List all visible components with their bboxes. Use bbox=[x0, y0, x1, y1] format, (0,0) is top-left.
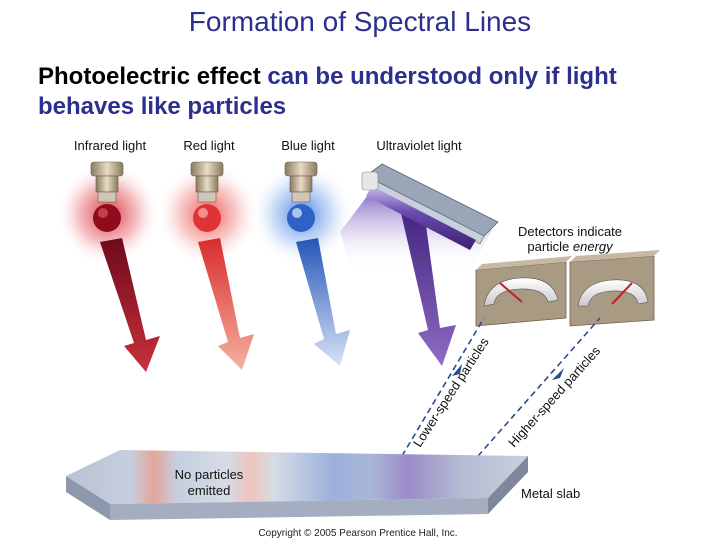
red-beam-arrow bbox=[198, 238, 254, 370]
blue-light-label: Blue light bbox=[281, 138, 335, 153]
ultraviolet-light-label: Ultraviolet light bbox=[376, 138, 462, 153]
higher-speed-particle-path bbox=[477, 317, 601, 457]
infrared-light-label: Infrared light bbox=[74, 138, 147, 153]
red-bulb bbox=[190, 161, 224, 232]
no-particles-label-line1: No particles bbox=[175, 467, 244, 482]
lower-speed-particles-label: Lower-speed particles bbox=[410, 334, 492, 449]
slide-title: Formation of Spectral Lines bbox=[188, 6, 532, 37]
lower-speed-particle-path bbox=[401, 317, 485, 457]
lower-energy-detector bbox=[475, 256, 572, 327]
blue-beam-arrow bbox=[296, 238, 350, 366]
higher-speed-particles-label: Higher-speed particles bbox=[505, 343, 604, 450]
subtitle-rest: can be understood only if light behaves … bbox=[38, 63, 617, 120]
metal-slab-label: Metal slab bbox=[521, 486, 580, 501]
subtitle-emphasis: Photoelectric effect bbox=[38, 63, 261, 90]
copyright-notice: Copyright © 2005 Pearson Prentice Hall, … bbox=[258, 528, 457, 539]
no-particles-label-line2: emitted bbox=[188, 483, 231, 498]
detectors-label-line2: particle energy bbox=[527, 239, 614, 254]
red-light-label: Red light bbox=[183, 138, 235, 153]
blue-bulb bbox=[284, 161, 318, 232]
metal-slab bbox=[66, 450, 528, 520]
infrared-bulb bbox=[90, 161, 124, 232]
slide-subtitle: Photoelectric effect can be understood o… bbox=[38, 62, 708, 122]
detectors-label-italic: energy bbox=[573, 239, 614, 254]
infrared-beam-arrow bbox=[100, 238, 160, 372]
detectors-label-line1: Detectors indicate bbox=[518, 224, 622, 239]
ultraviolet-lamp bbox=[361, 163, 499, 250]
higher-energy-detector bbox=[569, 250, 660, 327]
detectors-label-plain: particle bbox=[527, 239, 573, 254]
ultraviolet-beam-arrow bbox=[398, 196, 456, 366]
